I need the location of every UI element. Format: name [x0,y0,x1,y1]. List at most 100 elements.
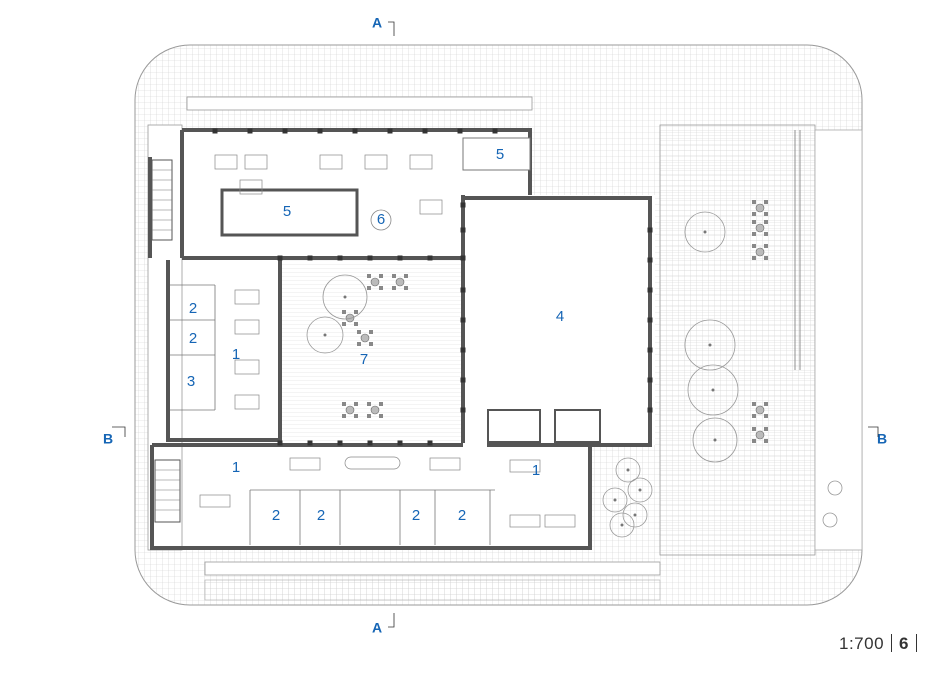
tree-canopy [602,487,628,513]
stair-south [154,459,181,523]
column [397,440,403,446]
chair [379,286,383,290]
chair [752,232,756,236]
page-number: 6 [899,634,909,653]
chair [764,402,768,406]
chair [752,427,756,431]
chair [342,322,346,326]
tree-trunk [633,513,637,517]
svg-text:A: A [372,15,382,31]
table-chair-cluster [360,333,370,343]
table-chair-cluster [345,313,355,323]
footer-separator [891,634,893,652]
outer-wall-top [182,128,532,195]
column [367,440,373,446]
desk [429,457,461,471]
table-chair-cluster [370,405,380,415]
svg-text:B: B [877,431,887,447]
room-label-5-central: 5 [283,203,291,220]
tree-trunk [343,295,347,299]
chair [342,310,346,314]
scale-text: 1:700 [838,634,885,653]
room6-marker-circle [370,209,392,231]
desk [509,459,541,473]
chair [379,402,383,406]
tree-trunk [713,438,717,442]
chair [354,322,358,326]
desk [289,457,321,471]
top-bench [186,96,533,111]
column [647,287,653,293]
table-chair-cluster [395,277,405,287]
chair [764,220,768,224]
furniture [199,154,768,528]
room-label-2-west-b: 2 [189,330,197,347]
table-chair-cluster [345,405,355,415]
tree-trunk [626,468,630,472]
column [647,227,653,233]
washroom-b [554,409,601,443]
chair [764,200,768,204]
column [460,287,466,293]
room-label-6: 6 [377,211,385,228]
room-label-4: 4 [556,308,564,325]
desk [364,154,388,170]
column [647,377,653,383]
section-marker-b-left: B [103,426,126,447]
chair [752,200,756,204]
room5-box [220,188,359,237]
chair [354,414,358,418]
section-marker-a-top: A [372,15,395,36]
column [460,407,466,413]
column [387,128,393,134]
desk [234,359,260,375]
room-label-1-west: 1 [232,346,240,363]
desk [234,394,260,410]
tree-trunk [703,230,707,234]
column [422,128,428,134]
tree-trunk [711,388,715,392]
column [457,128,463,134]
column [212,128,218,134]
column [367,255,373,261]
chair [369,342,373,346]
table-chair-cluster [755,223,765,233]
tree-canopy [615,457,641,483]
table-chair-cluster [755,430,765,440]
chair [367,286,371,290]
desk [239,179,263,195]
chair [392,274,396,278]
desk [319,154,343,170]
room-label-1-south-east: 1 [532,462,540,479]
trees [306,211,843,538]
room-label-2-south-c: 2 [412,507,420,524]
chair [764,439,768,443]
chair [764,256,768,260]
column [427,440,433,446]
column [460,255,466,261]
column [307,255,313,261]
column [247,128,253,134]
column [647,257,653,263]
chair [367,402,371,406]
column [337,255,343,261]
tree-canopy [609,512,635,538]
table-chair-cluster [370,277,380,287]
desk [234,289,260,305]
desk [214,154,238,170]
chair [752,256,756,260]
column [397,255,403,261]
columns [212,128,653,446]
room-label-7: 7 [360,351,368,368]
tree-trunk [620,523,624,527]
chair [752,220,756,224]
column [460,202,466,208]
room-label-2-west-a: 2 [189,300,197,317]
room-label-5-north: 5 [496,146,504,163]
chair [752,402,756,406]
chair [764,212,768,216]
tree-canopy [322,274,368,320]
tree-trunk [708,343,712,347]
table-chair-cluster [755,405,765,415]
bottom-bench [204,561,661,576]
